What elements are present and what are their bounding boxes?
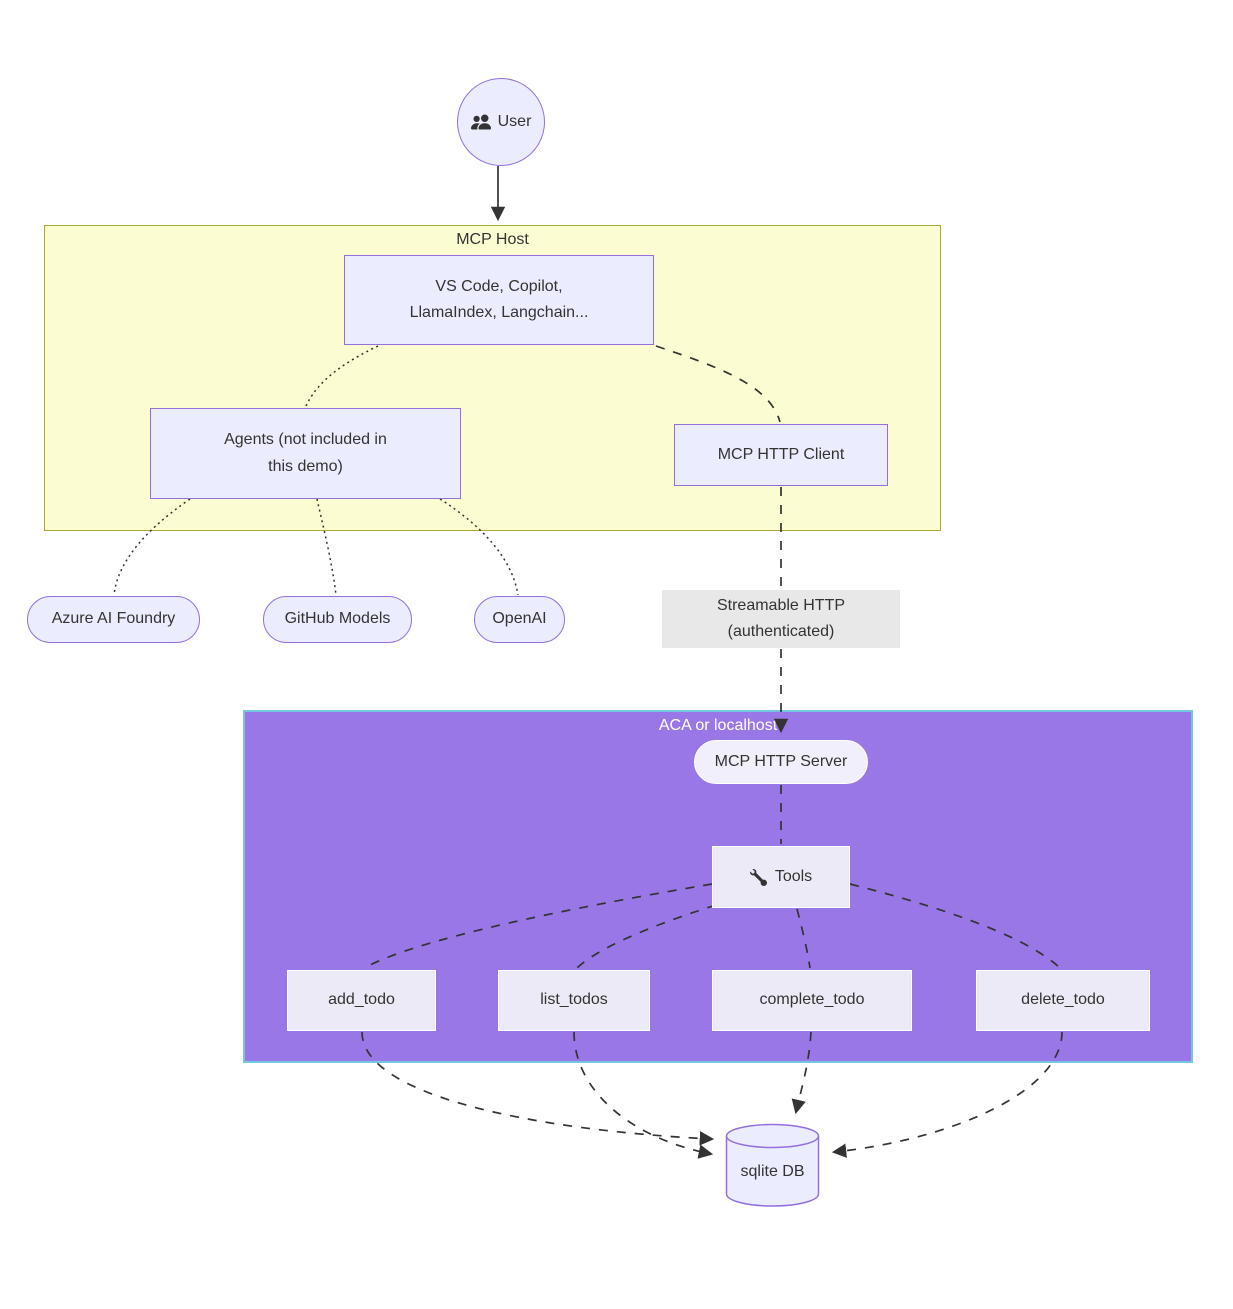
aca-label: ACA or localhost [658, 717, 778, 734]
node-azure-label: Azure AI Foundry [51, 610, 176, 628]
node-azure-ai-foundry: Azure AI Foundry [27, 596, 200, 643]
node-complete-todo: complete_todo [712, 970, 912, 1031]
edge-complete-todo-to-sqlite [791, 1031, 812, 1115]
node-vscode-copilot: VS Code, Copilot, LlamaIndex, Langchain.… [344, 255, 654, 345]
edge-list-todos-to-sqlite [573, 1031, 714, 1159]
mcp-host-label: MCP Host [456, 231, 529, 248]
node-add-todo-label: add_todo [328, 991, 395, 1009]
edge-label-streamable-http: Streamable HTTP (authenticated) [662, 590, 900, 648]
node-openai-label: OpenAI [492, 610, 547, 628]
node-mcp-http-server: MCP HTTP Server [694, 740, 868, 784]
edge-tools-to-complete-todo [796, 908, 811, 969]
edge-vscode-to-client [655, 345, 781, 423]
node-openai: OpenAI [474, 596, 565, 643]
node-list-todos-label: list_todos [540, 991, 608, 1009]
edge-tools-to-list-todos [576, 904, 717, 969]
edge-label-line2: (authenticated) [727, 623, 835, 640]
users-icon [470, 112, 491, 132]
node-tools: Tools [712, 846, 850, 908]
node-user-label: User [497, 112, 532, 130]
node-mcp-http-server-label: MCP HTTP Server [714, 752, 848, 770]
node-github-models: GitHub Models [263, 596, 412, 643]
node-delete-todo-label: delete_todo [1021, 991, 1105, 1009]
node-delete-todo: delete_todo [976, 970, 1150, 1031]
edge-vscode-to-agents [305, 345, 379, 407]
node-agents-line1: Agents (not included in [224, 431, 387, 449]
edge-agents-to-github [316, 498, 337, 596]
edge-add-todo-to-sqlite [361, 1031, 715, 1146]
edge-delete-todo-to-sqlite [831, 1031, 1063, 1158]
wrench-icon [749, 868, 767, 886]
node-sqlite-db: sqlite DB [725, 1123, 820, 1207]
node-agents-line2: this demo) [268, 457, 343, 475]
node-add-todo: add_todo [287, 970, 436, 1031]
node-mcp-http-client: MCP HTTP Client [674, 424, 888, 486]
node-tools-label: Tools [774, 867, 813, 885]
node-vscode-line2: LlamaIndex, Langchain... [409, 304, 589, 321]
edge-tools-to-delete-todo [849, 883, 1061, 969]
node-mcp-http-client-label: MCP HTTP Client [717, 445, 845, 463]
edge-label-line1: Streamable HTTP [716, 597, 846, 614]
node-complete-todo-label: complete_todo [759, 991, 865, 1009]
edge-agents-to-openai [439, 498, 519, 596]
edge-agents-to-azure [113, 498, 191, 596]
edge-tools-to-add-todo [363, 883, 713, 969]
node-github-label: GitHub Models [284, 610, 391, 628]
node-list-todos: list_todos [498, 970, 650, 1031]
node-vscode-line1: VS Code, Copilot, [435, 277, 563, 295]
node-user: User [457, 78, 545, 166]
database-cylinder-icon [725, 1123, 820, 1207]
node-sqlite-db-label: sqlite DB [740, 1163, 805, 1180]
node-agents: Agents (not included in this demo) [150, 408, 461, 499]
